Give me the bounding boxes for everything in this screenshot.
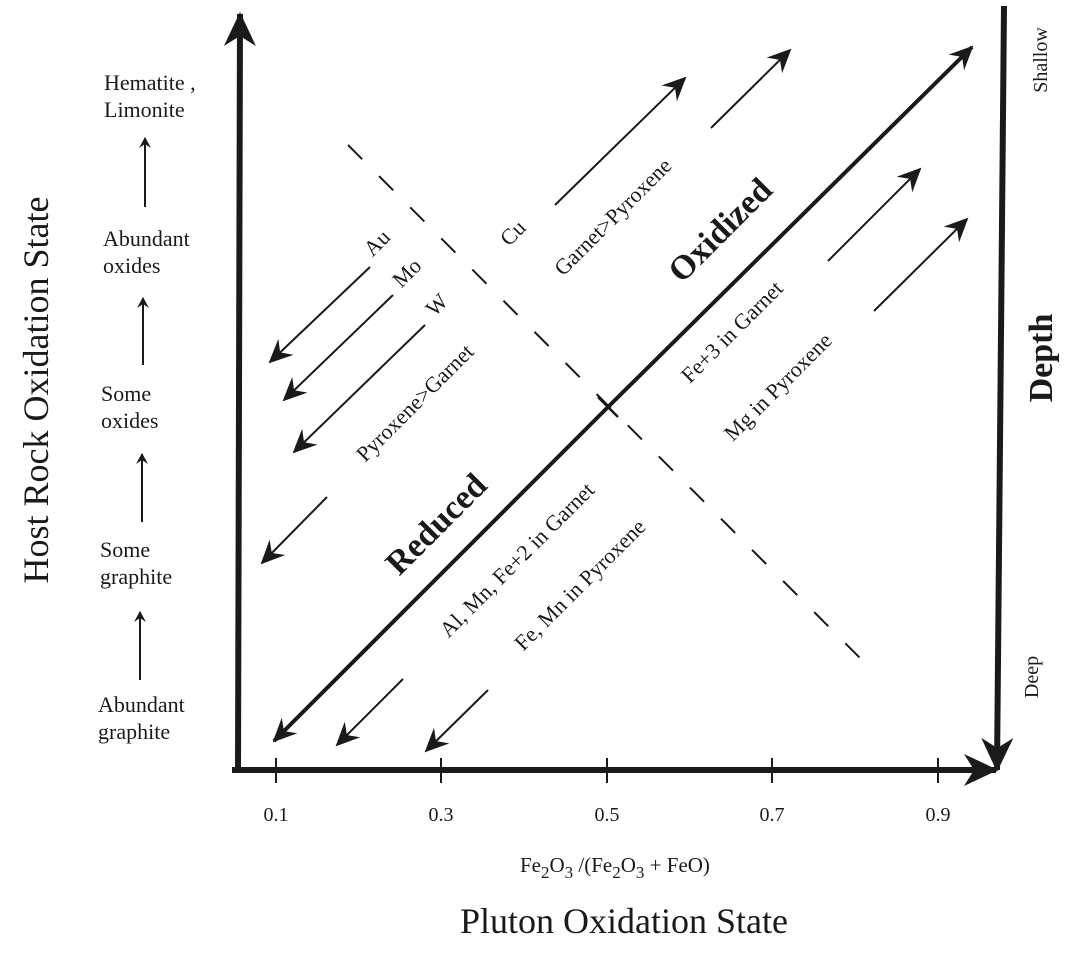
oxidized-garnet-composition-label: Fe+3 in Garnet (676, 276, 788, 388)
host-rock-levels: Abundant graphite Some graphite Some oxi… (98, 70, 196, 744)
oxidized-pyroxene-composition-label: Mg in Pyroxene (719, 328, 837, 446)
depth-title: Depth (1023, 314, 1060, 403)
garnet-reduced-arrow-icon (335, 678, 404, 747)
level-some-graphite-line2: graphite (100, 564, 172, 589)
diagonal-center-tick (597, 396, 619, 418)
oxidized-direction-arrow-icon (606, 45, 974, 409)
level-abundant-oxides-line2: oxides (103, 253, 160, 278)
level-abundant-graphite-line1: Abundant (98, 692, 185, 717)
metal-boundary-dashed-line (347, 144, 863, 661)
level-some-oxides-line2: oxides (101, 408, 158, 433)
garnet-gt-pyroxene-label: Garnet>Pyroxene (549, 153, 677, 281)
x-tick-label: 0.3 (429, 804, 454, 826)
x-tick-label: 0.5 (595, 804, 620, 826)
w-arrow-icon (292, 324, 426, 454)
depth-shallow-label: Shallow (1030, 27, 1052, 93)
reduced-region-label: Reduced (379, 467, 495, 583)
pyroxene-reduced-arrow-icon (424, 689, 489, 753)
level-abundant-graphite-line2: graphite (98, 719, 170, 744)
x-axis-ticks (275, 758, 939, 783)
garnet-oxidized-arrow-icon (827, 167, 922, 262)
x-axis-title: Pluton Oxidation State (460, 901, 788, 941)
reduced-direction-arrow-icon (272, 405, 610, 743)
pyroxene-garnet-arrow-icon (260, 496, 328, 565)
x-tick-label: 0.7 (760, 804, 785, 826)
pyroxene-gt-garnet-label: Pyroxene>Garnet (351, 339, 479, 467)
metal-w-label: W (421, 288, 454, 321)
oxidized-region-label: Oxidized (661, 171, 779, 289)
level-abundant-oxides-line1: Abundant (103, 226, 190, 251)
level-some-oxides-line1: Some (101, 381, 151, 406)
garnet-pyroxene-arrow-icon (710, 48, 792, 129)
x-tick-label: 0.9 (926, 804, 951, 826)
au-arrow-icon (268, 266, 371, 364)
level-some-graphite-line1: Some (100, 537, 150, 562)
cu-arrow-icon (554, 76, 687, 206)
mo-arrow-icon (282, 294, 394, 402)
x-tick-label: 0.1 (264, 804, 289, 826)
x-axis-formula: Fe2O3 /(Fe2O3 + FeO) (520, 853, 710, 882)
metal-mo-label: Mo (387, 253, 426, 292)
depth-axis-arrow-icon (981, 5, 1014, 772)
pyroxene-oxidized-arrow-icon (873, 217, 969, 312)
level-hematite-line2: Limonite (104, 97, 185, 122)
y-axis-title: Host Rock Oxidation State (16, 197, 56, 584)
y-axis-arrow-icon (223, 12, 256, 773)
metal-au-label: Au (358, 224, 395, 261)
metal-cu-label: Cu (495, 215, 531, 251)
level-hematite-line1: Hematite , (104, 70, 196, 95)
depth-deep-label: Deep (1021, 656, 1043, 698)
